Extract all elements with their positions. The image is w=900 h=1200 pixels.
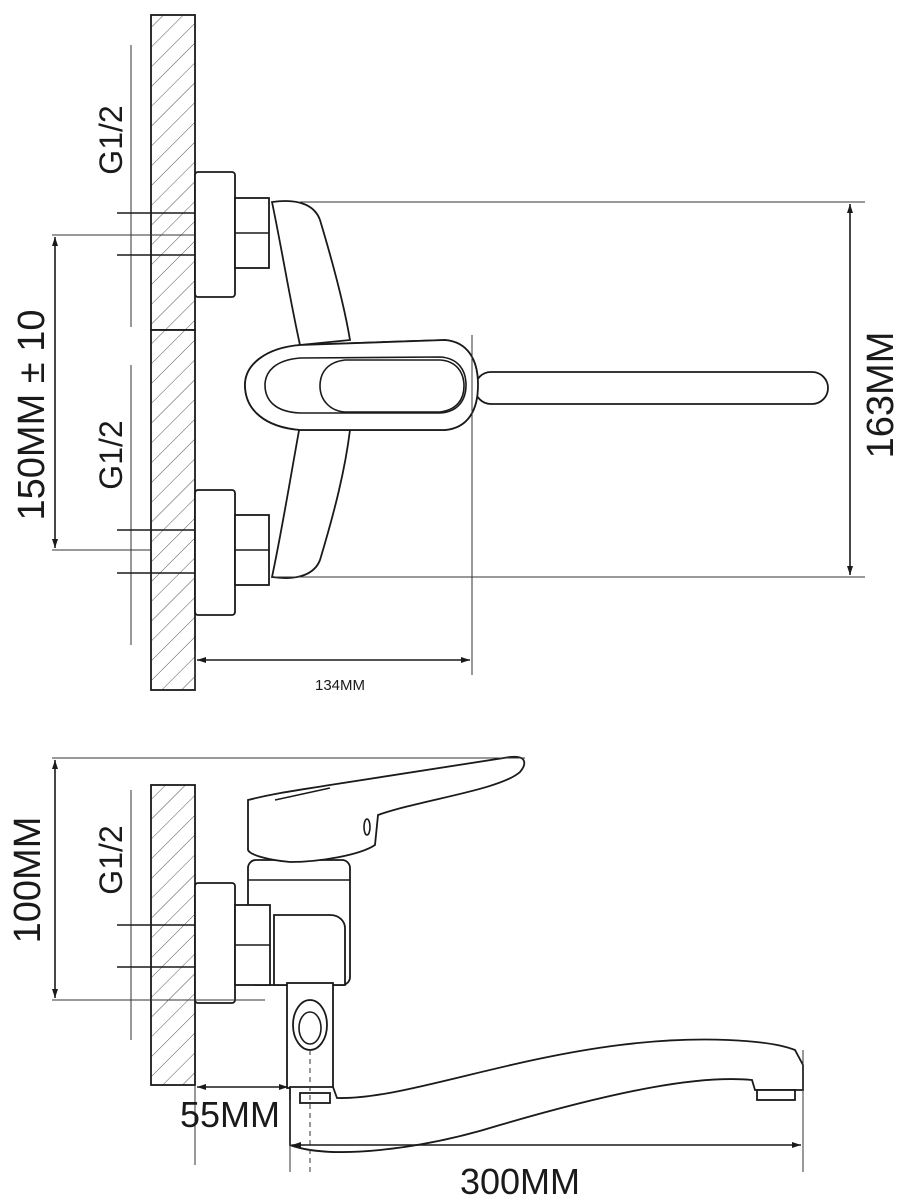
lever-handle bbox=[247, 755, 526, 863]
lower-inlet-fitting bbox=[117, 365, 270, 645]
dimension-spout-reach: 300MM bbox=[289, 1050, 804, 1200]
dimension-height: 163MM bbox=[275, 201, 900, 578]
upper-inlet-fitting bbox=[117, 45, 270, 327]
wall-flange bbox=[194, 882, 236, 1004]
spout-reach-label: 300MM bbox=[460, 1161, 580, 1200]
upper-thread-label: G1/2 bbox=[93, 105, 129, 174]
top-view: 150MM ± 10 G1/2 G1/2 163MM 134MM bbox=[11, 14, 900, 694]
side-height-label: 100MM bbox=[7, 817, 49, 944]
wall-section-side bbox=[150, 784, 196, 1086]
side-thread-label: G1/2 bbox=[93, 825, 129, 894]
lower-thread-label: G1/2 bbox=[93, 420, 129, 489]
wall-section-lower bbox=[150, 329, 196, 691]
mixer-body-top bbox=[244, 200, 829, 579]
dimension-side-height: 100MM bbox=[7, 757, 525, 1001]
wall-offset-label: 55MM bbox=[180, 1094, 280, 1135]
height-label: 163MM bbox=[860, 332, 900, 459]
aerator bbox=[756, 1089, 796, 1101]
dimension-depth: 134MM bbox=[194, 335, 473, 694]
inlet-spacing-label: 150MM ± 10 bbox=[11, 310, 53, 521]
dimension-wall-offset: 55MM bbox=[180, 1084, 288, 1165]
depth-label: 134MM bbox=[315, 677, 365, 694]
dimension-inlet-spacing: 150MM ± 10 bbox=[11, 234, 195, 551]
spout bbox=[289, 1038, 804, 1153]
wall-section-upper bbox=[150, 14, 196, 331]
lever-arm bbox=[474, 371, 829, 405]
side-view: 100MM G1/2 55MM 300MM bbox=[7, 755, 804, 1200]
